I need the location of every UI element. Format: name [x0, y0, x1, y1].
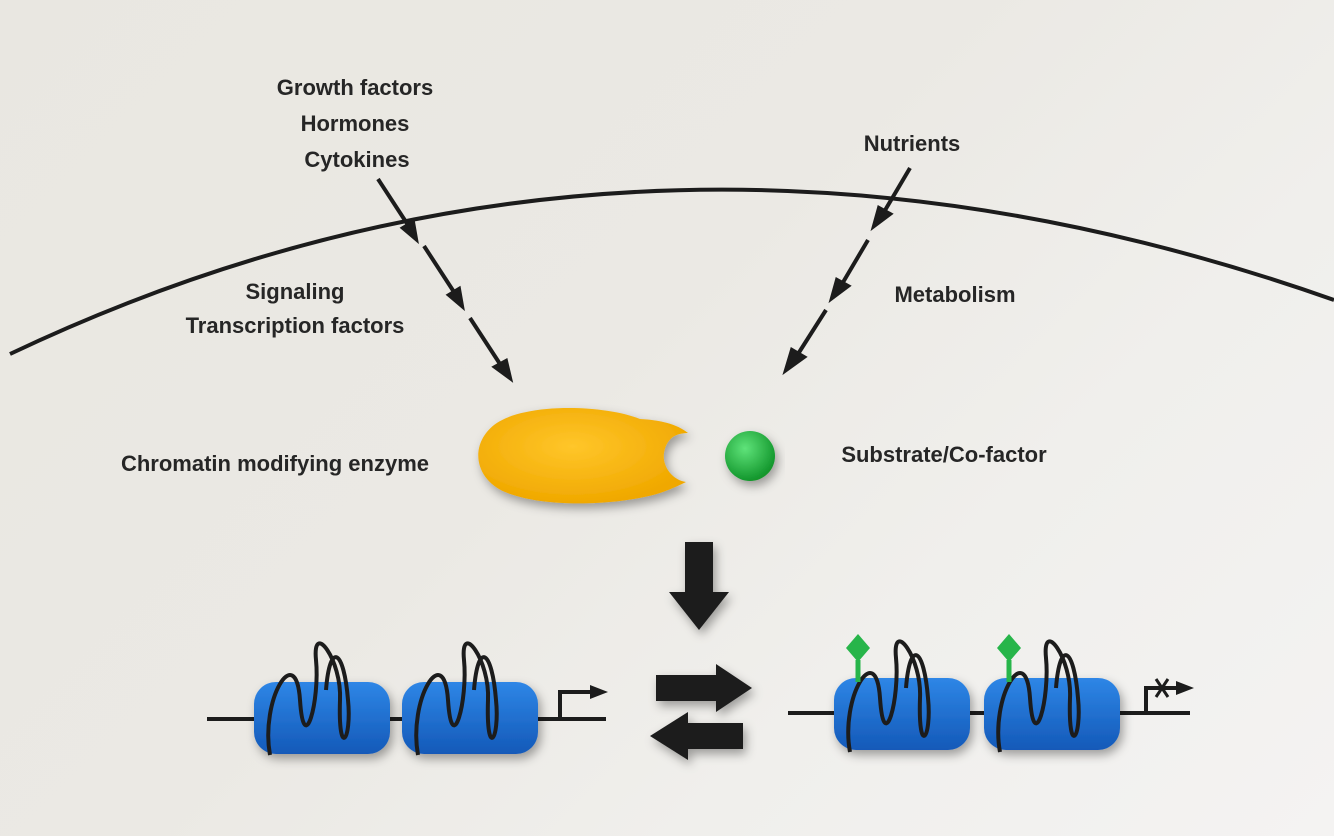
chromatin-unmodified: [207, 641, 608, 756]
forward-arrow: [656, 664, 752, 712]
nucleosome: [834, 678, 970, 750]
label-chromatin-modifying-enzyme: Chromatin modifying enzyme: [121, 451, 429, 476]
nucleosome: [984, 678, 1120, 750]
cell-membrane: [9, 187, 1334, 356]
dna-wrap: [266, 641, 351, 756]
down-arrow: [669, 542, 729, 630]
label-transcription-factors: Transcription factors: [186, 313, 405, 338]
active-transcription-arrow: [590, 685, 608, 699]
label-signaling: Signaling: [246, 279, 345, 304]
label-cytokines: Cytokines: [304, 147, 409, 172]
metabolism-arrow: [782, 166, 912, 376]
nucleosome: [402, 682, 538, 754]
substrate-cofactor-circle: [725, 431, 775, 481]
label-metabolism: Metabolism: [894, 282, 1015, 307]
dna-wrap: [414, 641, 499, 756]
histone-mark: [846, 634, 870, 662]
label-substrate-cofactor: Substrate/Co-factor: [841, 442, 1047, 467]
histone-mark: [997, 634, 1021, 662]
label-growth-factors: Growth factors: [277, 75, 433, 100]
nucleosome: [254, 682, 390, 754]
chromatin-modifying-enzyme-shape: [478, 408, 688, 504]
chromatin-modified: [788, 634, 1194, 753]
dna-wrap: [846, 639, 931, 753]
repressed-transcription-arrow: [1176, 681, 1194, 695]
dna-wrap: [996, 639, 1081, 753]
reverse-arrow: [650, 712, 743, 760]
label-nutrients: Nutrients: [864, 131, 961, 156]
label-hormones: Hormones: [301, 111, 410, 136]
signaling-arrow: [376, 177, 514, 383]
